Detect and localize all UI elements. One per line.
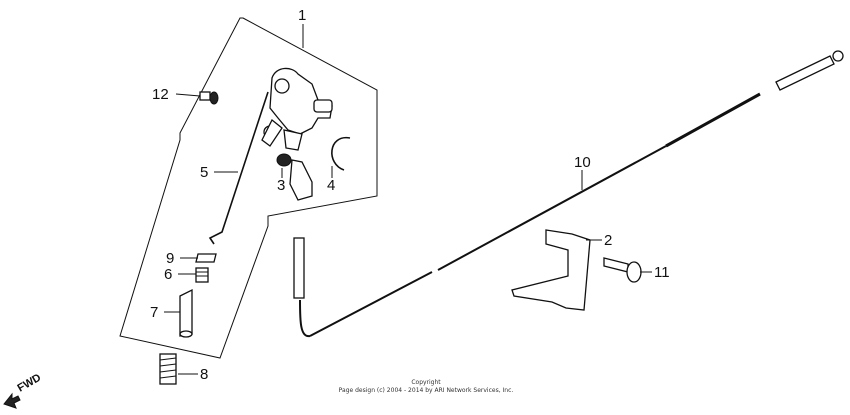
callout-8: 8	[200, 366, 208, 383]
pin-part-7	[179, 288, 193, 338]
callout-6: 6	[164, 266, 172, 283]
callout-12: 12	[152, 86, 169, 103]
fwd-label: FWD	[16, 372, 44, 395]
lever-arm	[289, 159, 313, 201]
callout-10: 10	[574, 154, 591, 171]
copyright-line-2: Page design (c) 2004 - 2014 by ARI Netwo…	[339, 387, 514, 394]
spring-part-6	[195, 267, 209, 283]
forward-arrow-icon	[3, 392, 21, 409]
assembly-outline	[119, 17, 378, 359]
callout-7: 7	[150, 304, 158, 321]
callout-11: 11	[654, 264, 670, 281]
copyright-line-1: Copyright	[411, 379, 441, 386]
bracket-part-2	[511, 229, 591, 311]
callout-9: 9	[166, 250, 174, 267]
plate-part-9	[195, 253, 217, 263]
callout-4: 4	[327, 177, 335, 194]
lever-housing	[261, 67, 333, 151]
bolt-part-12	[175, 91, 219, 105]
rod-part-5	[208, 91, 269, 245]
knob-part-3	[276, 153, 292, 167]
bolt-part-11	[603, 257, 642, 283]
callout-2: 2	[604, 232, 612, 249]
spring-part-8	[159, 353, 177, 385]
callout-5: 5	[200, 164, 208, 181]
circlip-part-4	[331, 137, 351, 171]
callout-1: 1	[298, 7, 306, 24]
cable-part-10	[293, 50, 844, 338]
callout-3: 3	[277, 177, 285, 194]
forward-indicator: FWD	[3, 372, 44, 409]
